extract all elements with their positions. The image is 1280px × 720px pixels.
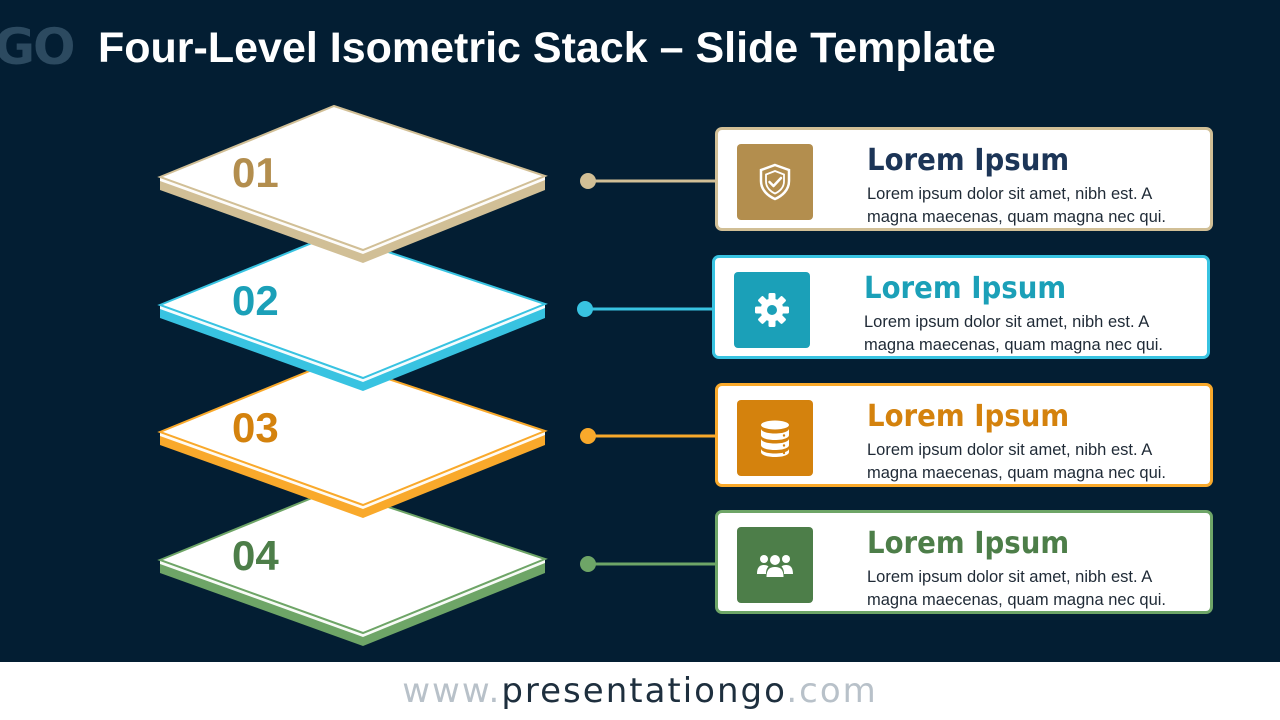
layer-03-top — [157, 359, 548, 507]
layer-02-side — [160, 304, 545, 391]
slide: GO Four-Level Isometric Stack – Slide Te… — [0, 0, 1280, 662]
layer-02-dot — [577, 301, 593, 317]
shield-check-icon — [759, 163, 791, 201]
layer-01-side — [160, 176, 545, 263]
footer-url-brand: presentationgo — [501, 671, 787, 711]
card-3-body: Lorem ipsum dolor sit amet, nibh est. A … — [867, 441, 1167, 482]
layer-04: 04 — [157, 487, 716, 646]
gear-icon — [755, 293, 789, 327]
layer-02-top — [157, 232, 548, 380]
card-4-body: Lorem ipsum dolor sit amet, nibh est. A … — [867, 568, 1167, 609]
layer-01-dot — [580, 173, 596, 189]
icon-box-4 — [737, 527, 813, 603]
info-card-3: Lorem Ipsum Lorem ipsum dolor sit amet, … — [715, 383, 1213, 487]
layer-03-number: 03 — [232, 404, 279, 451]
layer-02-number: 02 — [232, 277, 279, 324]
layer-03-side — [160, 431, 545, 518]
layer-02: 02 — [157, 232, 713, 391]
icon-box-3 — [737, 400, 813, 476]
footer-url[interactable]: www.presentationgo.com — [0, 662, 1280, 720]
isometric-stack: 04 03 02 01 — [157, 104, 716, 646]
info-card-1: Lorem Ipsum Lorem ipsum dolor sit amet, … — [715, 127, 1213, 231]
layer-04-top — [157, 487, 548, 635]
layer-01-number: 01 — [232, 149, 279, 196]
card-2-title: Lorem Ipsum — [864, 271, 1067, 306]
footer-url-prefix: www. — [402, 671, 502, 711]
layer-04-dot — [580, 556, 596, 572]
card-2-body: Lorem ipsum dolor sit amet, nibh est. A … — [864, 313, 1164, 354]
card-4-title: Lorem Ipsum — [867, 526, 1070, 561]
card-1-body: Lorem ipsum dolor sit amet, nibh est. A … — [867, 185, 1167, 226]
info-card-4: Lorem Ipsum Lorem ipsum dolor sit amet, … — [715, 510, 1213, 614]
logo-mark: GO — [0, 18, 76, 76]
card-3-title: Lorem Ipsum — [867, 399, 1070, 434]
footer-url-suffix: .com — [786, 671, 878, 711]
layer-03-dot — [580, 428, 596, 444]
people-group-icon — [757, 555, 793, 577]
layer-03: 03 — [157, 359, 716, 518]
layer-01-top — [157, 104, 548, 252]
icon-box-2 — [734, 272, 810, 348]
layer-04-side — [160, 559, 545, 646]
slide-title: Four-Level Isometric Stack – Slide Templ… — [98, 24, 996, 72]
icon-box-1 — [737, 144, 813, 220]
info-card-2: Lorem Ipsum Lorem ipsum dolor sit amet, … — [712, 255, 1210, 359]
database-icon — [761, 420, 789, 457]
card-1-title: Lorem Ipsum — [867, 143, 1070, 178]
layer-04-number: 04 — [232, 532, 279, 579]
layer-01: 01 — [157, 104, 716, 263]
